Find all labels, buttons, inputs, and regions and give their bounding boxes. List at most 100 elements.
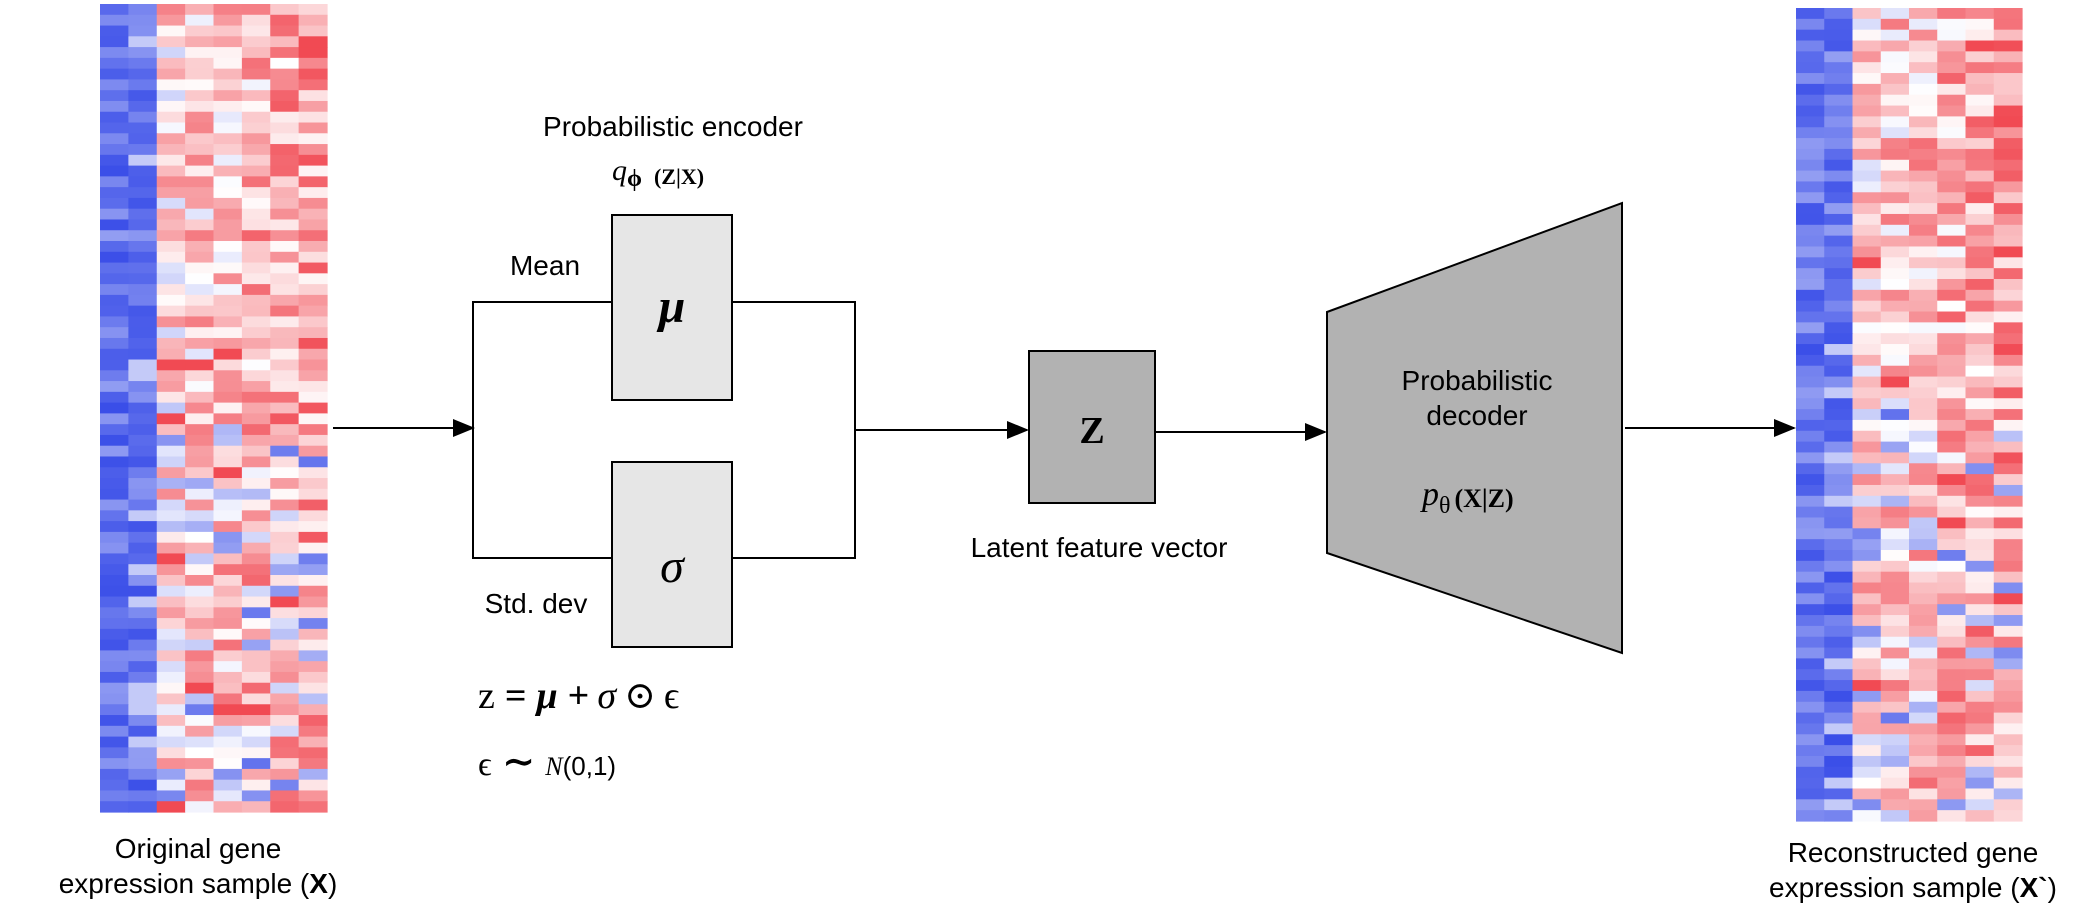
heatmap-cell: [100, 564, 129, 576]
heatmap-cell: [1880, 604, 1910, 616]
heatmap-cell: [1824, 83, 1854, 96]
heatmap-cell: [185, 251, 215, 264]
heatmap-cell: [1937, 398, 1967, 410]
heatmap-cell: [1909, 799, 1938, 811]
heatmap-cell: [128, 704, 158, 716]
heatmap-cell: [1796, 322, 1825, 334]
heatmap-cell: [1965, 170, 1995, 183]
heatmap-cell: [1909, 192, 1938, 204]
heatmap-cell: [213, 725, 243, 738]
heatmap-cell: [185, 478, 215, 490]
heatmap-cell: [1796, 615, 1825, 627]
heatmap-cell: [128, 531, 158, 544]
heatmap-cell: [1852, 170, 1882, 183]
heatmap-cell: [100, 521, 129, 533]
heatmap-cell: [185, 650, 215, 662]
heatmap-cell: [241, 187, 271, 199]
heatmap-cell: [298, 348, 328, 361]
heatmap-cell: [241, 768, 271, 781]
heatmap-cell: [298, 294, 328, 307]
heatmap-cell: [128, 553, 158, 565]
heatmap-cell: [241, 36, 271, 48]
heatmap-cell: [270, 14, 300, 27]
heatmap-cell: [1993, 734, 2023, 746]
heatmap-cell: [1824, 8, 1854, 20]
heatmap-cell: [1824, 116, 1854, 128]
heatmap-cell: [156, 391, 186, 404]
heatmap-cell: [1993, 376, 2023, 388]
heatmap-cell: [1937, 723, 1967, 735]
heatmap-cell: [156, 779, 186, 792]
heatmap-cell: [1852, 213, 1882, 226]
heatmap-cell: [1796, 701, 1825, 714]
heatmap-cell: [128, 768, 158, 781]
heatmap-cell: [1993, 755, 2023, 768]
heatmap-cell: [1937, 701, 1967, 714]
heatmap-cell: [213, 661, 243, 673]
heatmap-cell: [1796, 734, 1825, 746]
heatmap-cell: [1796, 517, 1825, 529]
heatmap-cell: [270, 230, 300, 242]
heatmap-cell: [298, 564, 328, 576]
heatmap-cell: [1824, 192, 1854, 204]
heatmap-cell: [185, 661, 215, 673]
heatmap-cell: [213, 79, 243, 91]
heatmap-cell: [156, 197, 186, 210]
heatmap-cell: [241, 704, 271, 716]
heatmap-cell: [156, 68, 186, 81]
heatmap-cell: [1993, 517, 2023, 529]
heatmap-cell: [1796, 398, 1825, 410]
heatmap-cell: [1852, 40, 1882, 52]
heatmap-cell: [1937, 116, 1967, 128]
heatmap-cell: [270, 768, 300, 781]
heatmap-cell: [270, 25, 300, 37]
heatmap-cell: [1909, 430, 1938, 443]
heatmap-cell: [100, 133, 129, 145]
heatmap-cell: [185, 262, 215, 274]
heatmap-cell: [1852, 322, 1882, 334]
heatmap-cell: [1993, 745, 2023, 757]
heatmap-cell: [1880, 105, 1910, 117]
heatmap-cell: [1852, 484, 1882, 497]
heatmap-cell: [100, 251, 129, 264]
heatmap-cell: [100, 176, 129, 188]
heatmap-cell: [213, 639, 243, 651]
heatmap-cell: [185, 187, 215, 199]
heatmap-cell: [156, 736, 186, 748]
heatmap-cell: [213, 467, 243, 479]
heatmap-cell: [1965, 647, 1995, 659]
heatmap-cell: [1824, 62, 1854, 74]
heatmap-cell: [1852, 799, 1882, 811]
heatmap-cell: [1852, 203, 1882, 215]
heatmap-cell: [185, 413, 215, 425]
heatmap-cell: [100, 768, 129, 781]
heatmap-cell: [1937, 463, 1967, 475]
heatmap-cell: [1824, 474, 1854, 486]
heatmap-cell: [1852, 550, 1882, 562]
heatmap-cell: [1824, 712, 1854, 725]
heatmap-cell: [156, 47, 186, 59]
heatmap-cell: [156, 704, 186, 716]
heatmap-cell: [128, 521, 158, 533]
heatmap-cell: [298, 618, 328, 630]
heatmap-cell: [1852, 788, 1882, 800]
heatmap-cell: [1824, 680, 1854, 692]
heatmap-cell: [100, 650, 129, 662]
heatmap-cell: [1880, 506, 1910, 519]
latent-label: Latent feature vector: [971, 532, 1228, 563]
heatmap-cell: [185, 165, 215, 177]
heatmap-cell: [298, 607, 328, 619]
heatmap-cell: [213, 241, 243, 253]
heatmap-cell: [1824, 788, 1854, 800]
heatmap-cell: [100, 359, 129, 371]
heatmap-cell: [1993, 138, 2023, 150]
heatmap-cell: [1965, 539, 1995, 551]
heatmap-cell: [1993, 636, 2023, 649]
heatmap-cell: [1880, 268, 1910, 280]
heatmap-cell: [100, 467, 129, 479]
heatmap-cell: [270, 241, 300, 253]
heatmap-cell: [1796, 18, 1825, 31]
heatmap-cell: [241, 521, 271, 533]
heatmap-cell: [270, 467, 300, 479]
heatmap-cell: [1880, 289, 1910, 302]
